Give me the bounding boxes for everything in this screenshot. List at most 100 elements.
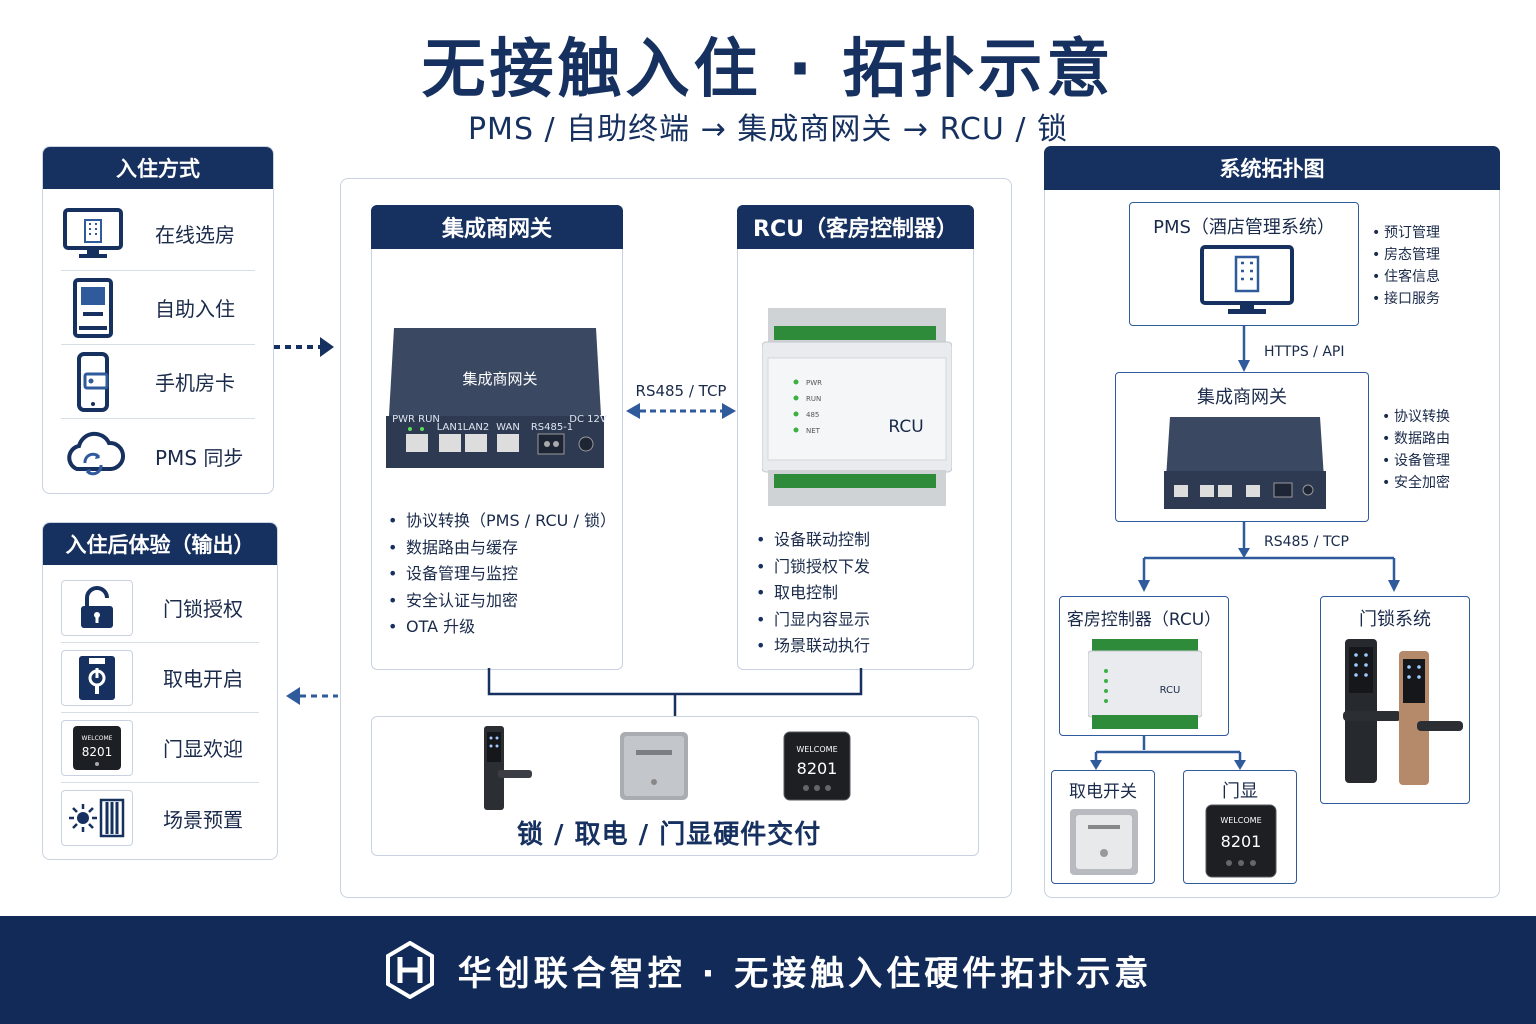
list-item[interactable]: 手机房卡 [61, 345, 255, 419]
gateway-bullets: 协议转换（PMS / RCU / 锁） 数据路由与缓存 设备管理与监控 安全认证… [388, 508, 618, 641]
list-item: 数据路由与缓存 [388, 535, 618, 562]
list-item: 房态管理 [1372, 244, 1440, 266]
checkin-methods-heading: 入住方式 [43, 147, 273, 189]
rcu-node: 客房控制器（RCU） RCU [1059, 596, 1229, 736]
kiosk-icon [61, 277, 125, 338]
list-item-label: 取电开启 [163, 667, 243, 691]
topology-heading: 系统拓扑图 [1044, 146, 1500, 190]
rcu-device-image: PWR RUN 485 NET RCU [762, 308, 952, 506]
rcu-device-label: RCU [888, 417, 923, 437]
footer-bar: 华创联合智控 · 无接触入住硬件拓扑示意 [0, 916, 1536, 1024]
gateway-device-image [1164, 417, 1326, 509]
list-item[interactable]: PMS 同步 [61, 419, 255, 493]
svg-text:LAN2: LAN2 [463, 422, 489, 433]
gateway-heading: 集成商网关 [371, 205, 623, 249]
svg-text:WAN: WAN [496, 422, 520, 433]
power-switch-image [620, 732, 688, 800]
list-item: OTA 升级 [388, 614, 618, 641]
svg-text:RUN: RUN [806, 395, 821, 403]
experience-panel: 入住后体验（输出） 门锁授权 取电开启 WELCOME 8201 门显欢迎 场景预… [42, 522, 278, 860]
svg-text:PWR: PWR [806, 379, 822, 387]
list-item: 设备管理与监控 [388, 561, 618, 588]
hardware-connector [487, 668, 863, 718]
unlock-icon [61, 579, 133, 636]
list-item-label: 场景预置 [163, 807, 243, 832]
hardware-label: 锁 / 取电 / 门显硬件交付 [517, 820, 822, 850]
lock-system-node: 门锁系统 [1320, 596, 1470, 804]
list-item[interactable]: 取电开启 [61, 643, 259, 713]
list-item[interactable]: 场景预置 [61, 783, 259, 853]
gateway-device-label: 集成商网关 [462, 370, 537, 388]
list-item: 安全认证与加密 [388, 588, 618, 615]
gateway-node-bullets: 协议转换 数据路由 设备管理 安全加密 [1382, 406, 1450, 494]
door-display-node: 门显 WELCOME 8201 [1183, 770, 1297, 884]
gateway-node-title: 集成商网关 [1197, 387, 1287, 408]
door-display-image: WELCOME 8201 [783, 731, 851, 801]
pms-node-title: PMS（酒店管理系统） [1153, 217, 1335, 238]
door-lock-image [484, 726, 532, 810]
power-card-icon [61, 649, 133, 706]
lock-node-title: 门锁系统 [1359, 609, 1431, 630]
svg-text:PWR RUN: PWR RUN [392, 414, 440, 425]
power-switch-node: 取电开关 [1051, 770, 1155, 884]
svg-text:485: 485 [806, 411, 819, 419]
gateway-device-image: 集成商网关 PWR RUN LAN1 LAN2 WAN RS485-1 DC 1… [386, 328, 607, 468]
list-item[interactable]: 门锁授权 [61, 573, 259, 643]
rcu-bullets: 设备联动控制 门锁授权下发 取电控制 门显内容显示 场景联动执行 [756, 527, 966, 660]
list-item-label: 自助入住 [155, 297, 235, 321]
list-item: 住客信息 [1372, 266, 1440, 288]
page-subtitle: PMS / 自助终端 → 集成商网关 → RCU / 锁 [467, 112, 1069, 147]
svg-text:RS485-1: RS485-1 [531, 422, 573, 433]
list-item: 设备联动控制 [756, 527, 966, 554]
list-item: 数据路由 [1382, 428, 1450, 450]
page-title: 无接触入住 · 拓扑示意 [421, 33, 1115, 107]
footer-text: 华创联合智控 · 无接触入住硬件拓扑示意 [457, 953, 1153, 994]
list-item[interactable]: WELCOME 8201 门显欢迎 [61, 713, 259, 783]
pms-node: PMS（酒店管理系统） [1129, 202, 1359, 326]
center-diagram [340, 178, 1012, 898]
experience-heading: 入住后体验（输出） [43, 523, 277, 565]
list-item: 接口服务 [1372, 288, 1440, 310]
list-item-label: 在线选房 [155, 223, 235, 247]
svg-text:WELCOME: WELCOME [82, 735, 113, 742]
svg-text:8201: 8201 [82, 745, 113, 759]
list-item: 设备管理 [1382, 450, 1450, 472]
list-item: 协议转换 [1382, 406, 1450, 428]
pms-bullets: 预订管理 房态管理 住客信息 接口服务 [1372, 222, 1440, 310]
list-item: 门显内容显示 [756, 607, 966, 634]
list-item: 预订管理 [1372, 222, 1440, 244]
list-item-label: 门显欢迎 [163, 737, 243, 761]
rcu-heading: RCU（客房控制器） [737, 205, 974, 249]
monitor-building-icon [61, 204, 125, 264]
link-label: HTTPS / API [1264, 344, 1345, 360]
pms-gateway-arrow [1238, 326, 1250, 372]
list-item-label: 门锁授权 [163, 597, 243, 621]
rcu-node-title: 客房控制器（RCU） [1066, 610, 1222, 630]
door-lock-image [1343, 639, 1463, 785]
list-item-label: 手机房卡 [155, 371, 235, 395]
list-item: 安全加密 [1382, 472, 1450, 494]
monitor-building-icon [1200, 245, 1294, 314]
cloud-sync-icon [61, 426, 125, 486]
door-display-image: WELCOME 8201 [1205, 804, 1277, 878]
list-item-label: PMS 同步 [155, 445, 244, 470]
gateway-node: 集成商网关 [1115, 372, 1369, 522]
rcu-device-label: RCU [1160, 685, 1181, 696]
input-arrow [274, 337, 334, 357]
rcu-branch-arrows [1090, 736, 1246, 770]
gateway-branch-arrows [1138, 522, 1400, 592]
svg-text:8201: 8201 [1221, 832, 1262, 851]
link-label: RS485 / TCP [1264, 534, 1349, 550]
list-item: 协议转换（PMS / RCU / 锁） [388, 508, 618, 535]
phone-card-icon [61, 351, 125, 412]
door-node-title: 门显 [1222, 781, 1258, 802]
svg-text:WELCOME: WELCOME [796, 745, 837, 754]
list-item[interactable]: 在线选房 [61, 197, 255, 271]
list-item: 场景联动执行 [756, 633, 966, 660]
svg-text:NET: NET [806, 427, 821, 435]
list-item[interactable]: 自助入住 [61, 271, 255, 345]
power-node-title: 取电开关 [1069, 782, 1137, 802]
scene-icon [61, 790, 133, 846]
hexagon-h-logo-icon [385, 941, 434, 999]
door-display-icon: WELCOME 8201 [61, 719, 133, 776]
